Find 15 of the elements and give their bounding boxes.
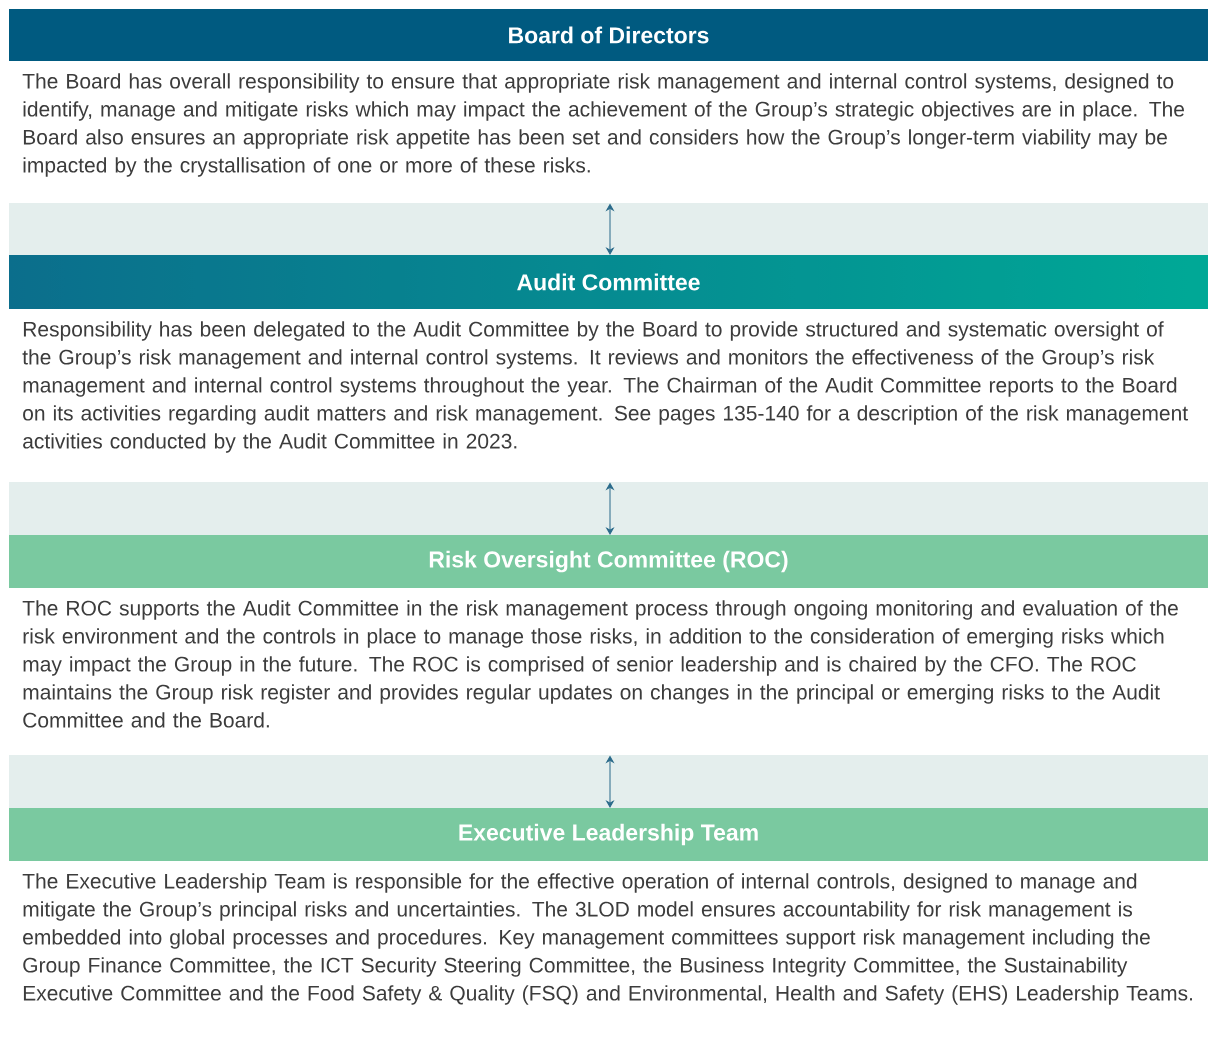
section-heading: Executive Leadership Team bbox=[459, 823, 758, 846]
double-arrow bbox=[606, 203, 614, 255]
body-text: The Board has overall responsibility to ensure that appropriate risk management and internal control systems, designed to identify, manage and mitigate risks which may impact the achievement of the Group’s strategic objectives are in place. The Board also ensures an appropriate risk appetite has been set and considers how the Group’s longer-term viability may be impacted by the crystallisation of one or more of these risks. bbox=[22, 73, 1184, 177]
double-arrow bbox=[606, 482, 614, 535]
double-arrow bbox=[606, 755, 614, 808]
body-text: Responsibility has been delegated to the Audit Committee by the Board to provide structured and systematic oversight of the Group’s risk management and internal control systems. It reviews and monitors the effectiveness of the Group’s risk management and internal control systems throughout the year. The Chairman of the Audit Committee reports to the Board on its activities regarding audit matters and risk management. See pages 135-140 for a description of the risk management activities conducted by the Audit Committee in 2023. bbox=[22, 321, 1188, 453]
section-panel bbox=[9, 808, 1208, 1059]
body-text: The Executive Leadership Team is responsible for the effective operation of internal controls, designed to manage and mitigate the Group’s principal risks and uncertainties. The 3LOD model ensures accountability for risk management is embedded into global processes and procedures. Key management committees support risk management including the Group Finance Committee, the ICT Security Steering Committee, the Business Integrity Committee, the Sustainability Executive Committee and the Food Safety & Quality (FSQ) and Environmental, Health and Safety (EHS) Leadership Teams. bbox=[22, 873, 1192, 1005]
section-panel bbox=[9, 535, 1208, 755]
section-heading: Risk Oversight Committee (ROC) bbox=[429, 550, 788, 573]
section-heading: Audit Committee bbox=[517, 273, 700, 291]
section-heading: Board of Directors bbox=[509, 26, 709, 44]
section-panel bbox=[9, 9, 1208, 203]
section-panel bbox=[9, 255, 1208, 482]
body-text: The ROC supports the Audit Committee in the risk management process through ongoing monitoring and evaluation of the risk environment and the controls in place to manage those risks, in addition to the consideration of emerging risks which may impact the Group in the future. The ROC is comprised of senior leadership and is chaired by the CFO. The ROC maintains the Group risk register and provides regular updates on changes in the principal or emerging risks to the Audit Committee and the Board. bbox=[22, 600, 1178, 728]
